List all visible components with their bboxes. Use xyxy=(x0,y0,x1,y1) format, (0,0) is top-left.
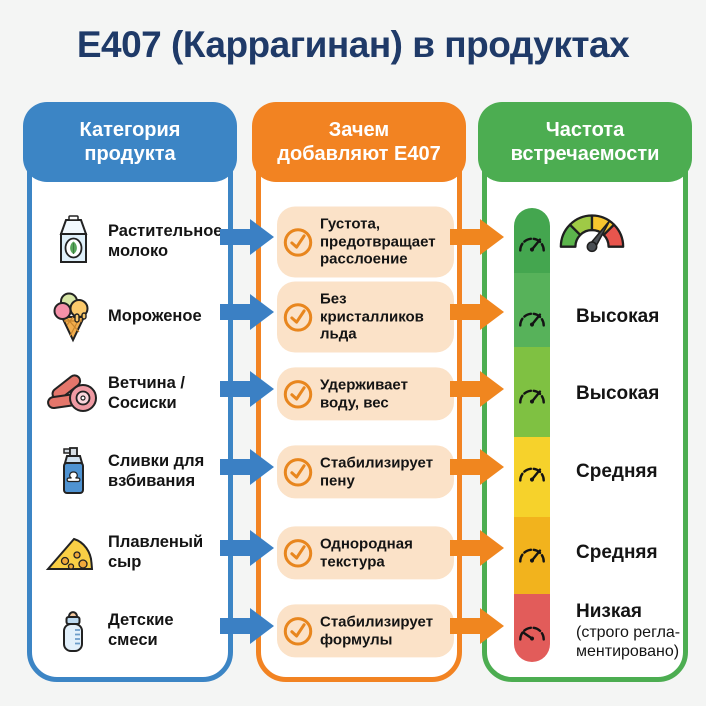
reason-label: Удерживает воду, вес xyxy=(320,376,408,411)
frequency-value: Высокая xyxy=(576,306,660,328)
frequency-label: Высокая xyxy=(576,306,688,328)
reason-label: Стабилизирует пену xyxy=(320,454,434,489)
scale-segment xyxy=(514,347,550,437)
frequency-label: Высокая xyxy=(576,383,688,405)
frequency-note: (строго регла- ментировано) xyxy=(576,623,681,660)
reason-pill: Без кристалликов льда xyxy=(277,281,454,353)
arrow-right-icon xyxy=(450,371,504,407)
check-circle-icon xyxy=(283,616,313,646)
scale-segment xyxy=(514,273,550,347)
category-row: Плавленый сыр xyxy=(44,524,236,582)
gauge-icon xyxy=(519,467,545,482)
reasons-header: Зачем добавляют E407 xyxy=(252,102,466,182)
frequency-scale xyxy=(514,208,550,662)
baby-bottle-icon xyxy=(63,611,83,652)
arrow-right-icon xyxy=(220,530,274,566)
ice-cream-icon xyxy=(53,292,89,343)
reason-pill: Стабилизирует формулы xyxy=(277,604,454,658)
check-circle-icon xyxy=(283,379,313,409)
page-title: E407 (Каррагинан) в продуктах xyxy=(76,24,630,65)
frequency-label: Средняя xyxy=(576,461,688,483)
milk-carton-icon xyxy=(59,215,88,263)
category-label: Ветчина / Сосиски xyxy=(108,374,185,412)
gauge-icon xyxy=(519,548,545,563)
arrow-right-icon xyxy=(220,608,274,644)
cheese-icon xyxy=(45,537,94,570)
arrow-right-icon xyxy=(220,219,274,255)
arrow-right-icon xyxy=(450,449,504,485)
reason-pill: Стабилизирует пену xyxy=(277,445,454,499)
category-label: Детские смеси xyxy=(108,611,174,649)
frequency-value: Низкая xyxy=(576,600,643,622)
check-circle-icon xyxy=(283,302,313,332)
frequency-label: Низкая (строго регла- ментировано) xyxy=(576,601,688,661)
category-row: Ветчина / Сосиски xyxy=(44,365,236,423)
reason-pill: Густота, предотвращает расслоение xyxy=(277,206,454,278)
category-label: Мороженое xyxy=(108,307,202,326)
arrow-right-icon xyxy=(220,449,274,485)
frequency-header: Частота встречаемости xyxy=(478,102,692,182)
frequency-content: Высокая Высокая Средняя Средняя Низкая (… xyxy=(482,140,688,682)
arrow-right-icon xyxy=(450,530,504,566)
category-label: Растительное молоко xyxy=(108,222,223,260)
frequency-value: Средняя xyxy=(576,542,658,564)
reason-label: Стабилизирует формулы xyxy=(320,613,434,648)
scale-segment xyxy=(514,517,550,594)
frequency-label: Средняя xyxy=(576,542,688,564)
frequency-value: Средняя xyxy=(576,461,658,483)
reason-pill: Удерживает воду, вес xyxy=(277,367,454,421)
gauge-icon xyxy=(519,312,545,327)
scale-segment xyxy=(514,208,550,273)
gauge-icon xyxy=(519,389,545,404)
reason-label: Густота, предотвращает расслоение xyxy=(320,215,436,268)
reason-pill: Однородная текстура xyxy=(277,526,454,580)
check-circle-icon xyxy=(283,227,313,257)
speedometer-icon xyxy=(559,214,625,253)
whipped-cream-can-icon xyxy=(63,447,84,494)
sausages-icon xyxy=(47,374,97,412)
arrow-right-icon xyxy=(450,219,504,255)
reason-label: Без кристалликов льда xyxy=(320,290,424,343)
category-row: Сливки для взбивания xyxy=(44,443,236,501)
category-row: Растительное молоко xyxy=(44,213,236,271)
category-row: Детские смеси xyxy=(44,602,236,660)
reason-label: Однородная текстура xyxy=(320,535,413,570)
check-circle-icon xyxy=(283,538,313,568)
arrow-right-icon xyxy=(450,294,504,330)
reason-pills: Густота, предотвращает расслоение Без кр… xyxy=(256,140,462,682)
arrow-right-icon xyxy=(220,294,274,330)
check-circle-icon xyxy=(283,457,313,487)
category-rows: Растительное молоко Мороженое xyxy=(27,140,233,682)
gauge-icon xyxy=(519,237,545,252)
arrow-right-icon xyxy=(450,608,504,644)
gauge-icon xyxy=(519,626,545,641)
category-label: Сливки для взбивания xyxy=(108,452,205,490)
arrow-right-icon xyxy=(220,371,274,407)
category-label: Плавленый сыр xyxy=(108,533,204,571)
category-row: Мороженое xyxy=(44,288,236,346)
category-header: Категория продукта xyxy=(23,102,237,182)
frequency-value: Высокая xyxy=(576,383,660,405)
